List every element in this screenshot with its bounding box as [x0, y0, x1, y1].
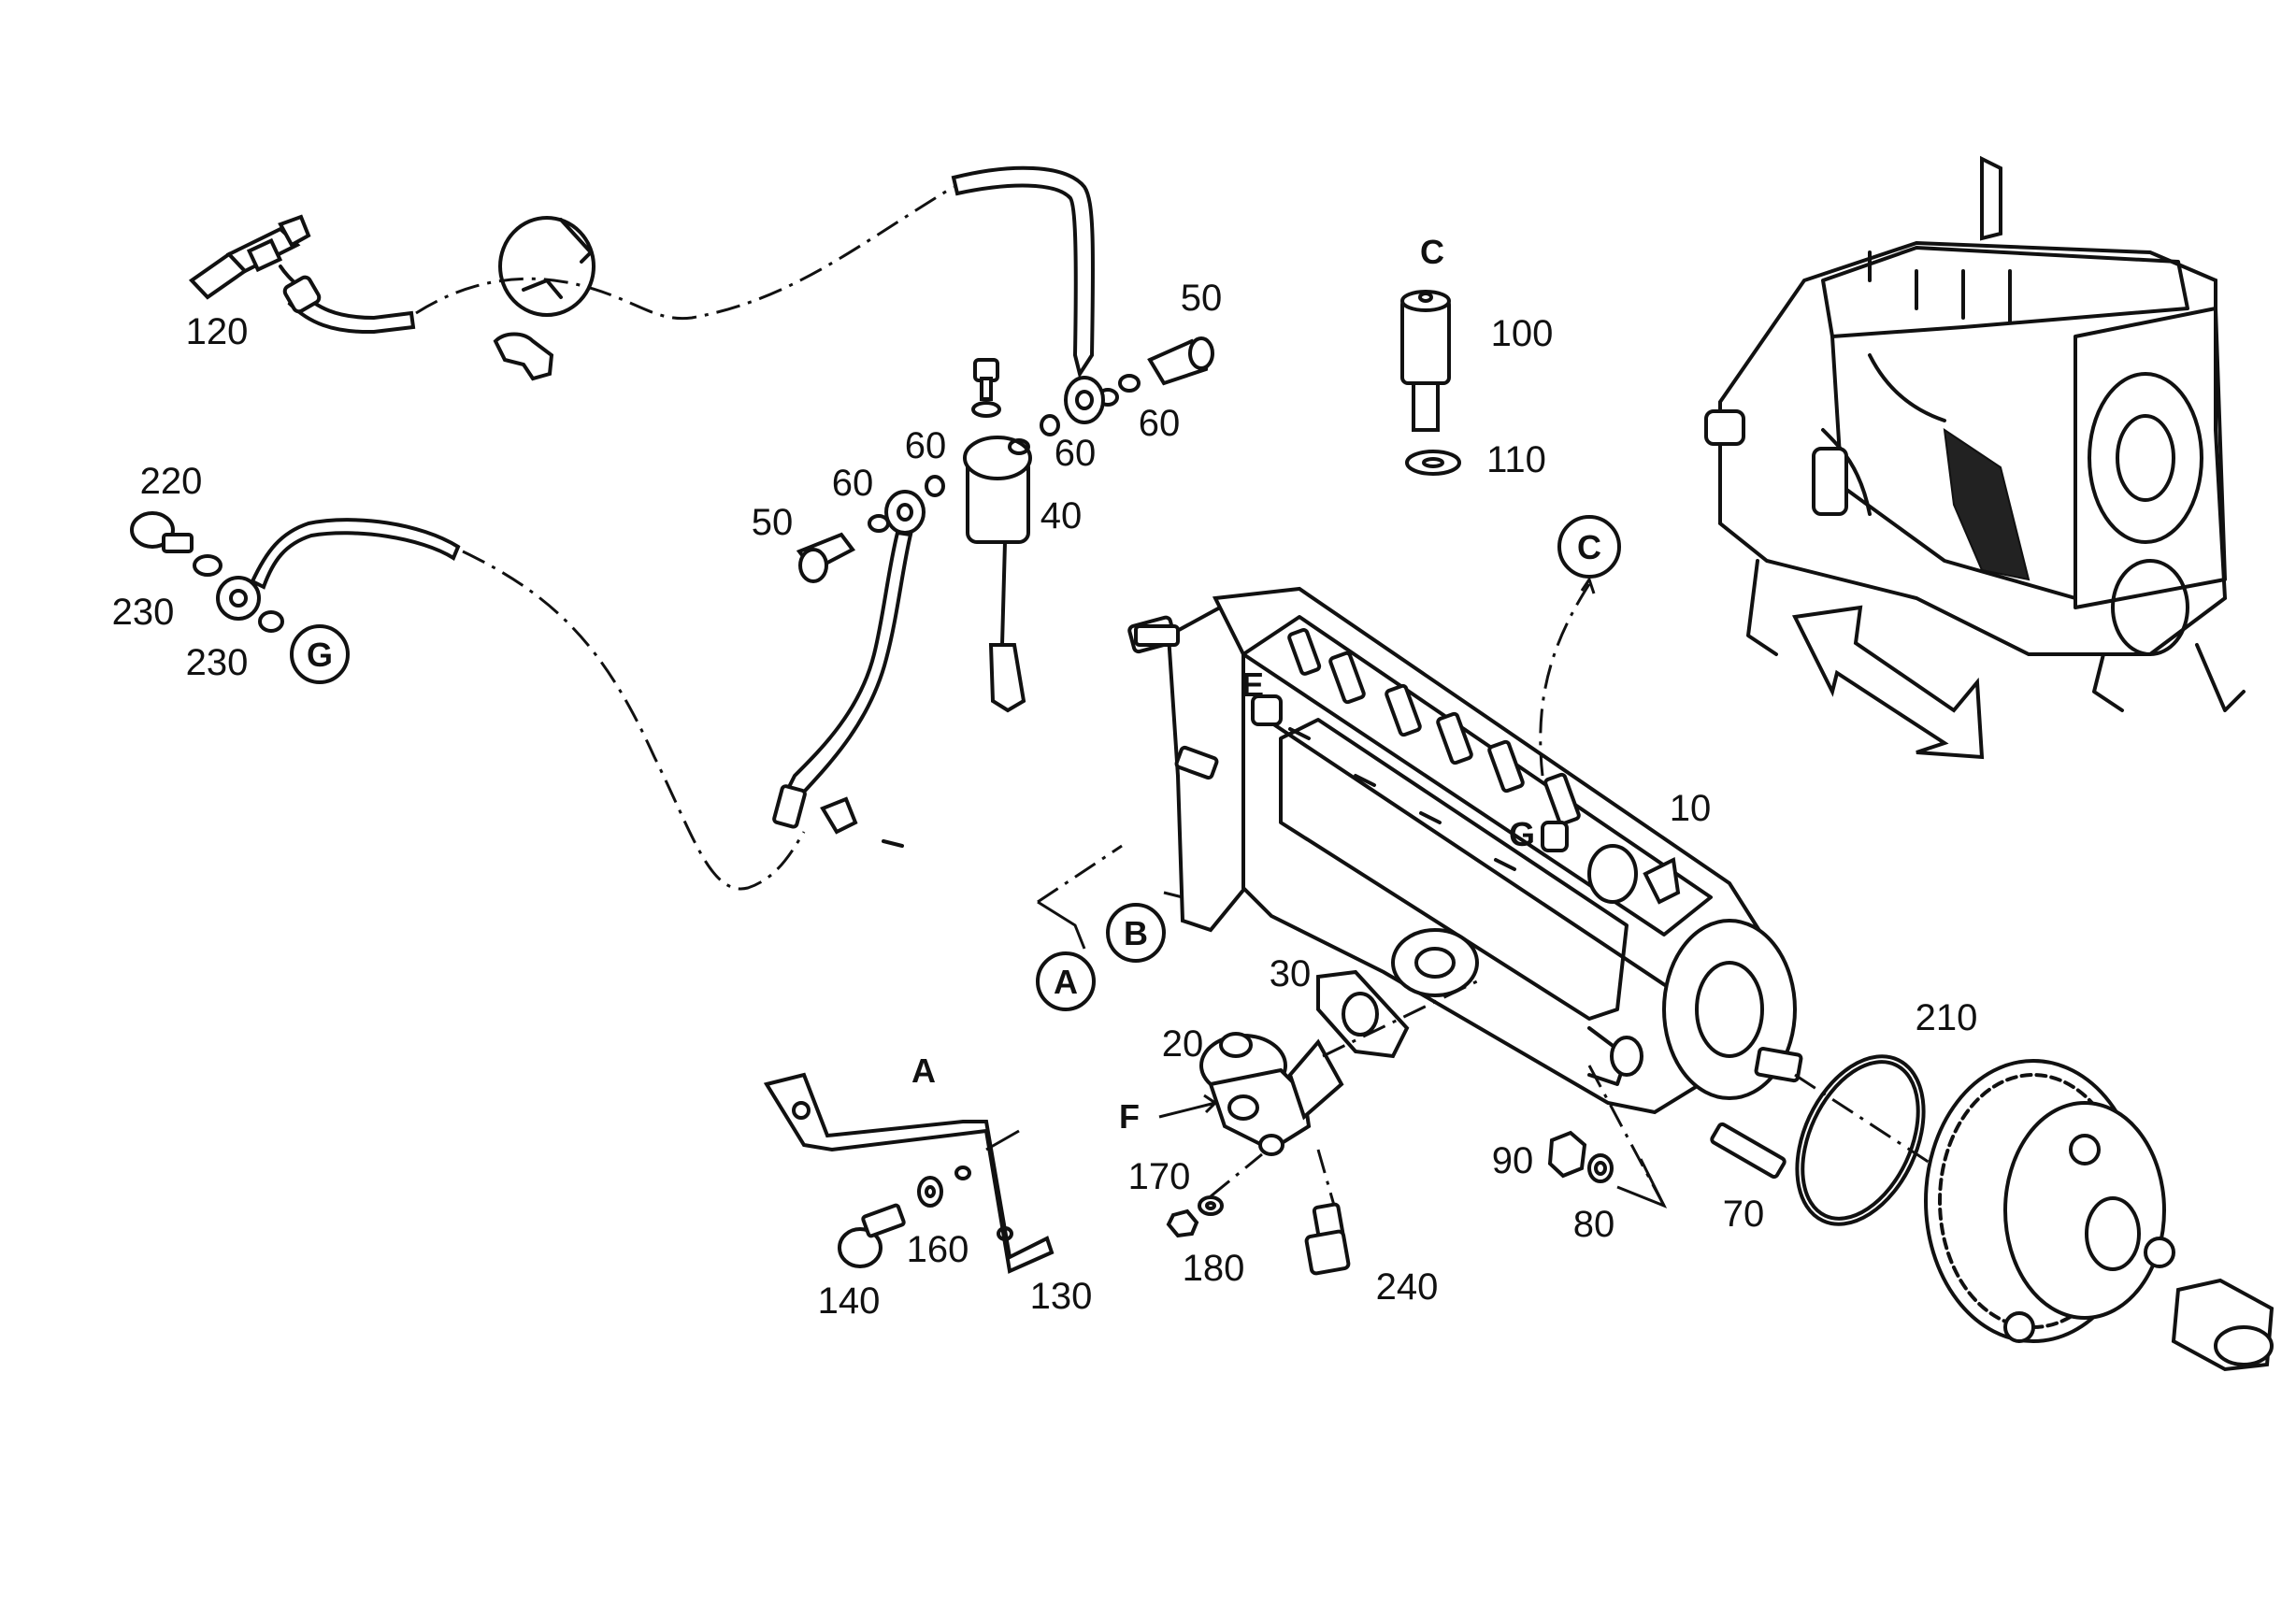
nut-180 — [1166, 1208, 1199, 1238]
label-210: 210 — [1916, 997, 1978, 1038]
washer-80 — [1587, 1153, 1614, 1183]
letter-f: F — [1119, 1097, 1140, 1136]
leader-fasteners — [1587, 1065, 1666, 1207]
leader-a — [1037, 844, 1123, 904]
label-110: 110 — [1486, 439, 1546, 480]
label-180: 180 — [1183, 1248, 1245, 1289]
circled-letter-c: C — [1557, 515, 1621, 579]
banjo-fitting-lower — [796, 475, 945, 583]
letter-g: G — [1509, 815, 1535, 853]
banjo-fitting-upper — [1040, 376, 1105, 436]
svg-text:C: C — [1577, 528, 1601, 566]
sleeve — [2171, 1278, 2274, 1372]
label-20: 20 — [1162, 1023, 1204, 1065]
label-170: 170 — [1128, 1156, 1191, 1197]
washer-110 — [1405, 450, 1461, 476]
label-80: 80 — [1573, 1204, 1615, 1245]
return-pipe-route — [462, 550, 806, 891]
letter-a: A — [911, 1051, 936, 1090]
clamp-screw — [882, 839, 904, 848]
arrow-f — [1158, 1094, 1218, 1119]
label-60-far: 60 — [1139, 403, 1181, 444]
leader-fasteners-solid — [1616, 1158, 1668, 1208]
svg-text:B: B — [1124, 914, 1148, 952]
label-230a: 230 — [112, 592, 175, 633]
circled-letter-a: A — [1036, 951, 1096, 1011]
label-60-right: 60 — [1055, 433, 1097, 474]
label-60-left: 60 — [832, 463, 874, 504]
gasket-30 — [1316, 969, 1410, 1059]
return-pipe — [250, 518, 461, 590]
fuel-filter-40 — [963, 436, 1032, 713]
leader-c — [1539, 583, 1591, 777]
label-120: 120 — [186, 311, 249, 352]
leader-nut-180 — [1210, 1152, 1263, 1198]
hose-clip — [493, 216, 596, 381]
bracket-130 — [763, 1072, 1055, 1274]
pipe-nut — [772, 784, 807, 829]
leak-off-hose-120 — [287, 286, 416, 335]
leader-a-solid — [1037, 900, 1086, 950]
label-160: 160 — [907, 1229, 969, 1270]
letter-e: E — [1241, 665, 1264, 704]
injection-pump-10 — [1127, 586, 1803, 1115]
drive-gear — [1924, 1059, 2175, 1343]
overflow-pipe-upper — [951, 165, 1096, 379]
o-ring-210 — [1795, 1054, 1926, 1226]
banjo-fitting-g — [216, 576, 284, 633]
label-90: 90 — [1492, 1140, 1534, 1181]
letter-c: C — [1420, 233, 1444, 271]
label-50-upper: 50 — [1181, 278, 1223, 319]
leader-feed-pump — [1322, 980, 1478, 1058]
label-230b: 230 — [186, 642, 249, 683]
label-130: 130 — [1030, 1276, 1093, 1317]
label-40: 40 — [1040, 495, 1083, 536]
label-140: 140 — [818, 1280, 881, 1322]
banjo-bolt-50-upper — [1097, 336, 1214, 407]
label-50-lower: 50 — [752, 502, 794, 543]
leader-line-pipe — [415, 185, 954, 321]
label-30: 30 — [1270, 953, 1312, 994]
nozzle-100 — [1400, 290, 1451, 432]
view-arrow — [1791, 605, 1985, 760]
fitting-240 — [1304, 1202, 1351, 1276]
svg-text:A: A — [1054, 963, 1078, 1001]
label-70: 70 — [1723, 1194, 1765, 1235]
label-240: 240 — [1376, 1266, 1439, 1308]
stud-70 — [1710, 1122, 1787, 1180]
label-220: 220 — [140, 461, 203, 502]
circled-letter-g: G — [290, 624, 350, 684]
bolt-140 — [838, 1203, 906, 1268]
label-100: 100 — [1491, 313, 1554, 354]
arrow-c — [1580, 576, 1596, 594]
washer-170 — [1198, 1195, 1224, 1216]
upper-bolt — [971, 358, 1001, 418]
svg-text:G: G — [307, 636, 333, 674]
leader-b — [1163, 891, 1184, 899]
nut-90 — [1547, 1130, 1587, 1179]
label-10: 10 — [1670, 788, 1712, 829]
banjo-bolt-220 — [130, 511, 222, 577]
engine-overview — [1704, 155, 2246, 712]
pipe-clamp — [820, 796, 858, 835]
circled-letter-b: B — [1106, 903, 1166, 963]
hose-fitting — [282, 275, 322, 314]
washer-160 — [917, 1176, 943, 1208]
feed-pump-20 — [1199, 1032, 1344, 1156]
label-60-center: 60 — [905, 425, 947, 466]
